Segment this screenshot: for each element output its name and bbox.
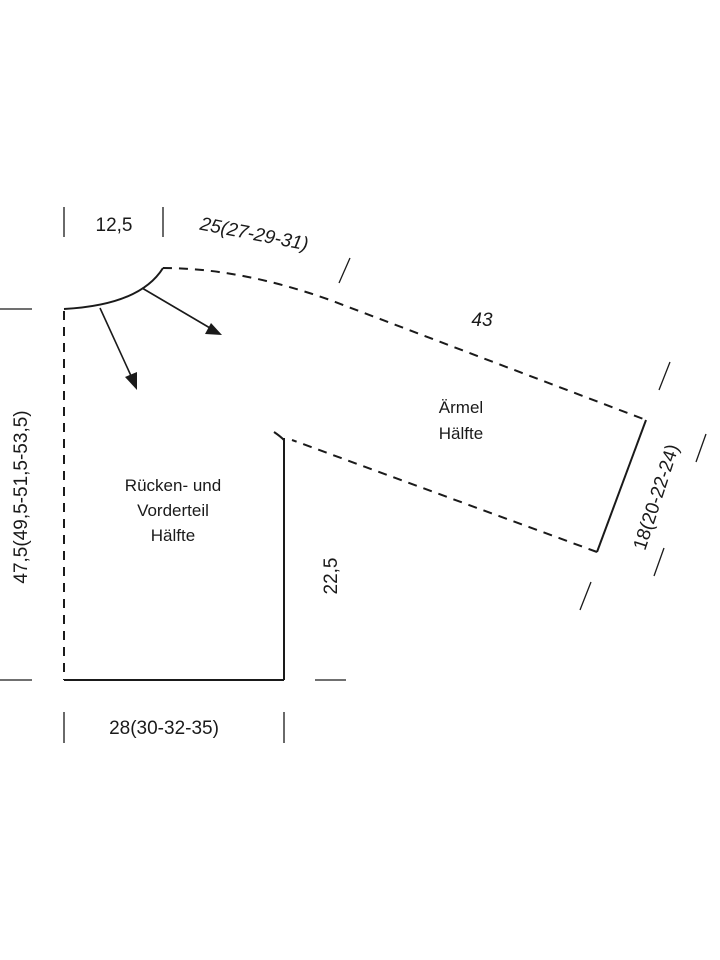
- body-piece-label-line2: Vorderteil: [137, 501, 209, 520]
- body-height-label: 47,5(49,5-51,5-53,5): [11, 410, 32, 583]
- cuff-width-label: 18(20-22-24): [630, 442, 684, 553]
- sleeve-underarm-tick: [579, 581, 592, 611]
- sleeve-piece-label-line2: Hälfte: [439, 424, 483, 443]
- sleeve-length-label: 43: [471, 310, 493, 331]
- underarm-corner-curve: [273, 431, 285, 441]
- sleeve-underarm-edge: [291, 439, 598, 553]
- knit-direction-arrow-sideways: [141, 287, 222, 335]
- side-height-label: 22,5: [321, 558, 342, 595]
- cuff-width-tick-bottom: [653, 547, 665, 577]
- cuff-width-tick-top: [695, 433, 707, 463]
- sleeve-piece-label-line1: Ärmel: [439, 398, 483, 417]
- sleeve-cuff-line: [596, 419, 647, 553]
- body-piece-label-line1: Rücken- und: [125, 476, 221, 495]
- body-width-label: 28(30-32-35): [109, 718, 219, 739]
- neckline-curve: [63, 267, 164, 310]
- sleeve-top-edge: [162, 267, 647, 421]
- sleeve-length-tick: [658, 361, 671, 391]
- knit-direction-arrow-down: [99, 307, 137, 390]
- neck-width-label: 12,5: [96, 215, 133, 236]
- body-piece-label-line3: Hälfte: [151, 526, 195, 545]
- shoulder-seam-tick: [338, 257, 351, 284]
- shoulder-seam-label: 25(27-29-31): [197, 214, 310, 256]
